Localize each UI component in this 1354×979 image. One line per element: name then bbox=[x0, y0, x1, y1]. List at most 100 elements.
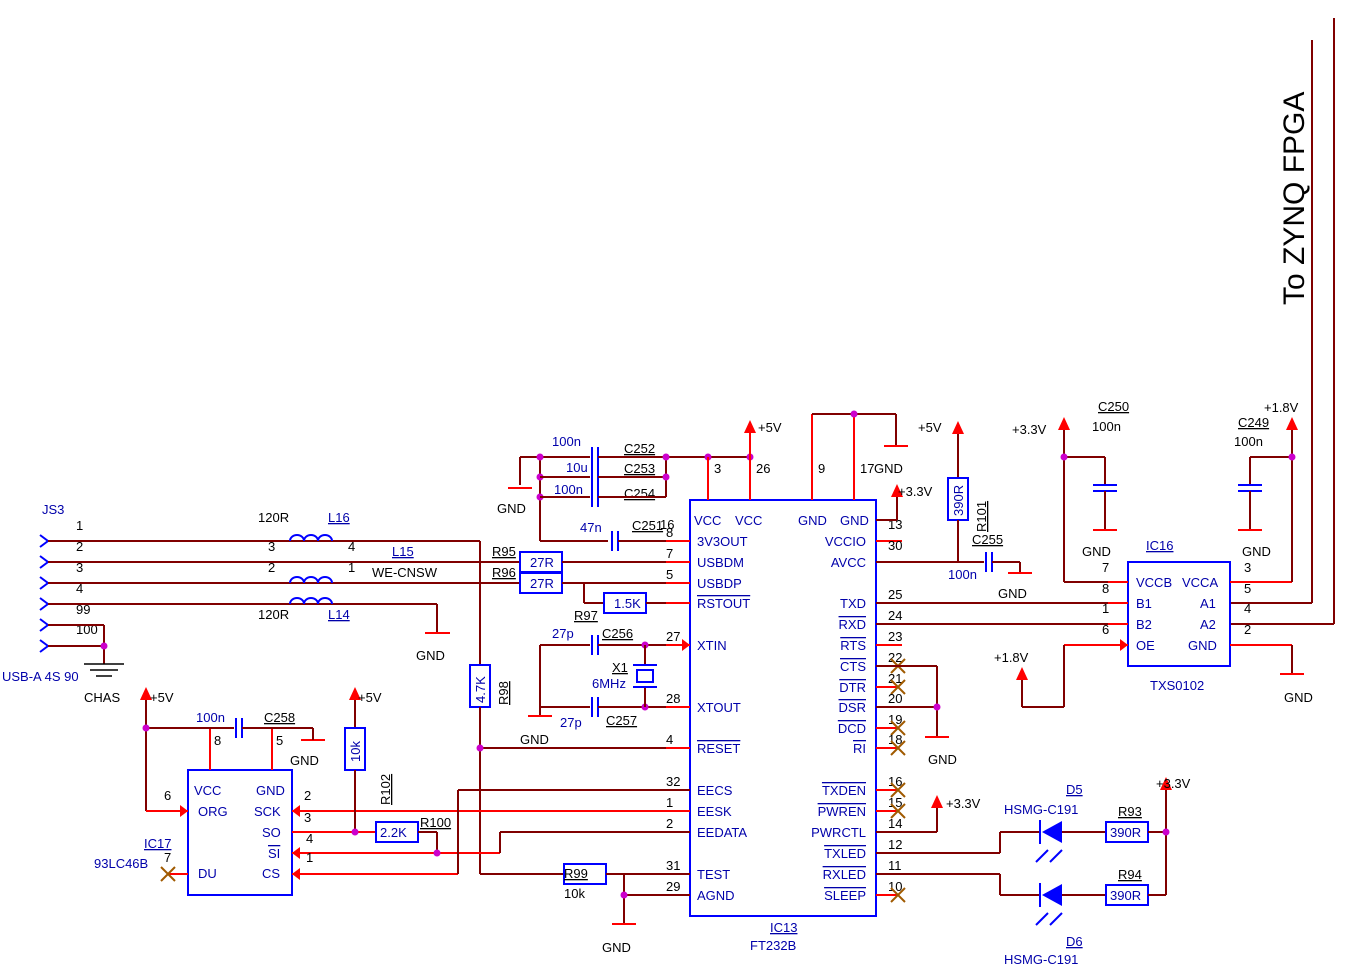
c256-value: 27p bbox=[552, 626, 574, 641]
crystal-x1 bbox=[636, 669, 654, 683]
js3-pin1: 1 bbox=[76, 518, 83, 533]
pin-num: 7 bbox=[666, 546, 673, 561]
gnd-label: GND bbox=[520, 732, 549, 747]
ic13-part: FT232B bbox=[750, 938, 796, 953]
junction bbox=[433, 849, 441, 857]
pin-num: 2 bbox=[1244, 622, 1251, 637]
js3-ref: JS3 bbox=[42, 502, 64, 517]
r96-value: 27R bbox=[530, 576, 554, 591]
pin-num: 29 bbox=[666, 879, 680, 894]
p33v-label: +3.3V bbox=[1012, 422, 1047, 437]
r100-value: 2.2K bbox=[380, 825, 407, 840]
ic13-pin-name: PWRCTL bbox=[811, 825, 866, 840]
pin-num: 4 bbox=[666, 732, 673, 747]
pin-num: 2 bbox=[666, 816, 673, 831]
ic17-pin-name: SCK bbox=[254, 804, 281, 819]
ic13-pin-name: USBDP bbox=[697, 576, 742, 591]
gnd-label: GND bbox=[928, 752, 957, 767]
pin-num: 30 bbox=[888, 538, 902, 553]
ic17-pin-name: DU bbox=[198, 866, 217, 881]
r98-value: 4.7K bbox=[473, 676, 488, 703]
fpga-label: To ZYNQ FPGA bbox=[1278, 92, 1311, 305]
l16-coil bbox=[289, 534, 333, 542]
capacitor-plates bbox=[1093, 484, 1117, 492]
l15-value: WE-CNSW bbox=[372, 565, 438, 580]
r94-value: 390R bbox=[1110, 888, 1141, 903]
l14-value: 120R bbox=[258, 607, 289, 622]
ic16-pin-name: A2 bbox=[1200, 617, 1216, 632]
ic17-body bbox=[187, 769, 293, 896]
ic17-pin-name: ORG bbox=[198, 804, 228, 819]
ic13-pin-name: RTS bbox=[840, 638, 866, 653]
pin-arrow-icon bbox=[682, 639, 690, 651]
pin-num: 6 bbox=[1102, 622, 1109, 637]
pin-num: 24 bbox=[888, 608, 902, 623]
pin-num: 31 bbox=[666, 858, 680, 873]
js3-value: USB-A 4S 90 bbox=[2, 669, 79, 684]
pin-num: 20 bbox=[888, 691, 902, 706]
pin-num: 3 bbox=[1244, 560, 1251, 575]
capacitor-plates bbox=[235, 718, 243, 738]
js3-pin2: 2 bbox=[76, 539, 83, 554]
led-d6-icon bbox=[1042, 884, 1062, 906]
pin-num: 15 bbox=[888, 795, 902, 810]
pin-num: 7 bbox=[164, 850, 171, 865]
ic13-pin-name: RESET bbox=[697, 741, 740, 756]
ic13-pin-name: EECS bbox=[697, 783, 733, 798]
c258-value: 100n bbox=[196, 710, 225, 725]
junction bbox=[1288, 453, 1296, 461]
l15-ref: L15 bbox=[392, 544, 414, 559]
r99-ref: R99 bbox=[564, 866, 588, 881]
c252-ref: C252 bbox=[624, 441, 655, 456]
p33v-label: +3.3V bbox=[898, 484, 933, 499]
pin-num: 3 bbox=[304, 810, 311, 825]
ic13-pin-name: TXDEN bbox=[822, 783, 866, 798]
junction bbox=[536, 453, 544, 461]
junction bbox=[850, 410, 858, 418]
c257-value: 27p bbox=[560, 715, 582, 730]
c257-ref: C257 bbox=[606, 713, 637, 728]
pin-num: 19 bbox=[888, 712, 902, 727]
no-connect-icon bbox=[890, 782, 906, 798]
pin-num: 14 bbox=[888, 816, 902, 831]
r102-ref: R102 bbox=[378, 774, 393, 805]
ic13-pin-name: DCD bbox=[838, 721, 866, 736]
x1-value: 6MHz bbox=[592, 676, 626, 691]
r93-ref: R93 bbox=[1118, 804, 1142, 819]
power-arrow-icon bbox=[349, 687, 361, 700]
junction bbox=[1162, 828, 1170, 836]
ic16-ref: IC16 bbox=[1146, 538, 1173, 553]
c258-ref: C258 bbox=[264, 710, 295, 725]
l15-coil bbox=[289, 576, 333, 584]
led-emission-icon bbox=[1035, 912, 1063, 926]
ic13-pin-name: TXD bbox=[840, 596, 866, 611]
l15-pin: 2 bbox=[268, 560, 275, 575]
led-d5-icon bbox=[1042, 821, 1062, 843]
d5-ref: D5 bbox=[1066, 782, 1083, 797]
c255-value: 100n bbox=[948, 567, 977, 582]
junction bbox=[476, 744, 484, 752]
r93-value: 390R bbox=[1110, 825, 1141, 840]
ic13-pin-name: GND bbox=[798, 513, 827, 528]
led-d5: D5 HSMG-C191 bbox=[1004, 782, 1083, 863]
ic13-pin-name: 3V3OUT bbox=[697, 534, 748, 549]
ic16-part: TXS0102 bbox=[1150, 678, 1204, 693]
ic13-pin-name: VCC bbox=[735, 513, 762, 528]
ic13-pin-name: SLEEP bbox=[824, 888, 866, 903]
ic13-body bbox=[689, 499, 877, 917]
ic13-pin-name: VCCIO bbox=[825, 534, 866, 549]
p5v-label: +5V bbox=[358, 690, 382, 705]
pin-num: 28 bbox=[666, 691, 680, 706]
p5v-label: +5V bbox=[918, 420, 942, 435]
c256-ref: C256 bbox=[602, 626, 633, 641]
pin-num: 21 bbox=[888, 671, 902, 686]
r96-ref: R96 bbox=[492, 565, 516, 580]
pin-num: 5 bbox=[276, 733, 283, 748]
l16-pin: 4 bbox=[348, 539, 355, 554]
ic13-pin-name: RI bbox=[853, 741, 866, 756]
ic17-part: 93LC46B bbox=[94, 856, 148, 871]
r98-ref: R98 bbox=[496, 681, 511, 705]
l16-ref: L16 bbox=[328, 510, 350, 525]
p5v-label: +5V bbox=[758, 420, 782, 435]
ic13-pin-name: CTS bbox=[840, 659, 866, 674]
